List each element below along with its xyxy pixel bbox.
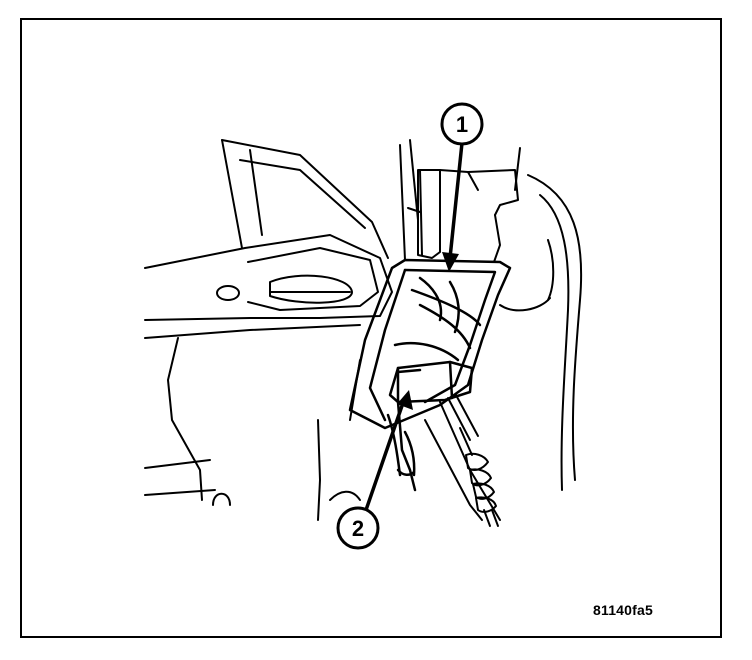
callout-1-leader — [442, 142, 464, 272]
switch-block — [386, 360, 474, 492]
callout-2-leader — [364, 390, 413, 511]
callout-1: 1 — [440, 102, 484, 146]
clip-body — [348, 258, 512, 430]
pedal-arm — [317, 139, 583, 521]
upper-retainer — [407, 169, 519, 263]
callout-2-label: 2 — [352, 516, 364, 541]
figure-id: 81140fa5 — [593, 602, 653, 618]
callout-2: 2 — [336, 506, 380, 550]
bracket-rail — [144, 139, 393, 506]
callout-1-label: 1 — [456, 112, 468, 137]
wiring-connector — [424, 394, 501, 527]
